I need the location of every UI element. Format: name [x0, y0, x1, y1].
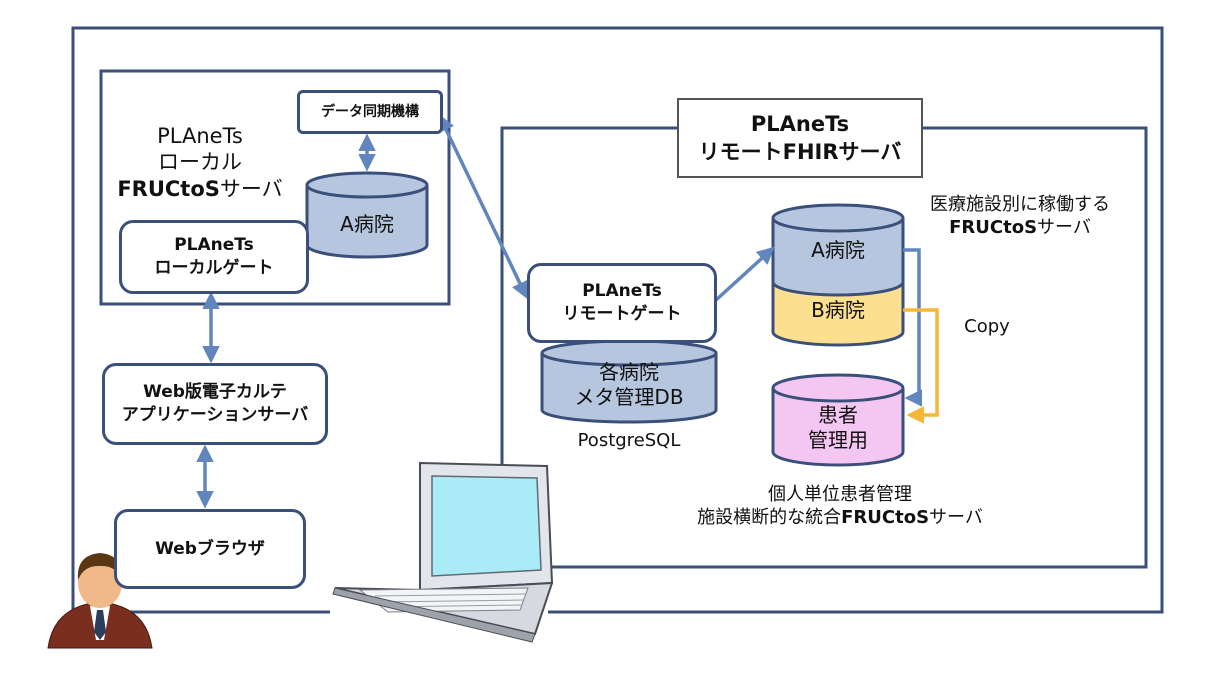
facility-caption-rest: サーバ — [1037, 216, 1091, 238]
local-server-title-rest: サーバ — [219, 176, 283, 201]
remotegate-to-hospital-arrow — [714, 246, 775, 302]
facility-caption-bold: FRUCtoS — [949, 216, 1038, 238]
meta-db-line1: 各病院 — [599, 360, 659, 384]
meta-db-cylinder — [540, 339, 718, 424]
integrated-caption-bold: FRUCtoS — [841, 506, 930, 528]
integrated-caption-rest: サーバ — [929, 506, 983, 528]
meta-db-line2: メタ管理DB — [574, 385, 684, 409]
patient-db-line2: 管理用 — [808, 428, 868, 452]
remote-server-title-box: PLAneTs リモートFHIRサーバ — [677, 98, 923, 178]
patient-db-line1: 患者 — [818, 403, 858, 427]
local-gate-line2: ローカルゲート — [154, 258, 274, 278]
sync-to-remotegate-arrow — [438, 113, 528, 300]
remote-hospital-cylinder — [771, 203, 905, 347]
local-server-title-line2: ローカル — [158, 150, 242, 175]
patient-db-cylinder — [771, 373, 905, 467]
integrated-caption: 個人単位患者管理 施設横断的な統合FRUCtoSサーバ — [690, 484, 990, 529]
data-sync-box: データ同期機構 — [297, 90, 443, 134]
facility-caption: 医療施設別に稼働する FRUCtoSサーバ — [900, 194, 1140, 239]
web-browser-label: Webブラウザ — [155, 538, 265, 559]
hospital-b-label: B病院 — [811, 298, 865, 322]
facility-caption-line1: 医療施設別に稼働する — [930, 194, 1110, 215]
local-db-label: A病院 — [340, 212, 394, 236]
hospital-a-label: A病院 — [811, 238, 865, 262]
web-app-server-line2: アプリケーションサーバ — [121, 405, 309, 425]
integrated-caption-line1: 個人単位患者管理 — [768, 484, 912, 505]
remote-gate-line2: リモートゲート — [562, 304, 682, 324]
local-gate-line1: PLAneTs — [174, 235, 254, 256]
local-server-title: PLAnеTs ローカル FRUCtoSサーバ — [115, 123, 285, 202]
user-avatar-icon — [47, 553, 153, 649]
local-gate-box: PLAneTs ローカルゲート — [119, 220, 309, 294]
patient-db-label: 患者 管理用 — [773, 403, 903, 453]
remote-gate-line1: PLAneTs — [582, 281, 662, 302]
remote-gate-box: PLAneTs リモートゲート — [527, 263, 717, 343]
laptop-icon — [332, 461, 554, 643]
data-sync-label: データ同期機構 — [321, 103, 419, 120]
local-db-cylinder — [305, 171, 429, 259]
integrated-caption-pre: 施設横断的な統合 — [697, 506, 842, 528]
web-browser-box: Webブラウザ — [114, 509, 306, 589]
postgres-label: PostgreSQL — [577, 430, 681, 451]
local-server-title-line1: PLAnеTs — [157, 124, 243, 148]
web-app-server-box: Web版電子カルテ アプリケーションサーバ — [102, 363, 328, 445]
remote-server-title-line1: PLAneTs — [750, 111, 850, 136]
copy-label: Copy — [964, 316, 1010, 337]
hospital-a-to-patient-arrow — [903, 248, 922, 407]
local-server-title-line3: FRUCtoSサーバ — [115, 176, 285, 202]
meta-db-label: 各病院 メタ管理DB — [542, 360, 716, 410]
integrated-caption-line2: 施設横断的な統合FRUCtoSサーバ — [690, 507, 990, 530]
local-server-title-bold: FRUCtoS — [117, 176, 220, 201]
hospital-b-copy-arrow — [903, 308, 939, 424]
remote-server-title-line2: リモートFHIRサーバ — [698, 140, 902, 164]
facility-caption-line2: FRUCtoSサーバ — [900, 217, 1140, 240]
web-app-server-line1: Web版電子カルテ — [143, 382, 287, 403]
